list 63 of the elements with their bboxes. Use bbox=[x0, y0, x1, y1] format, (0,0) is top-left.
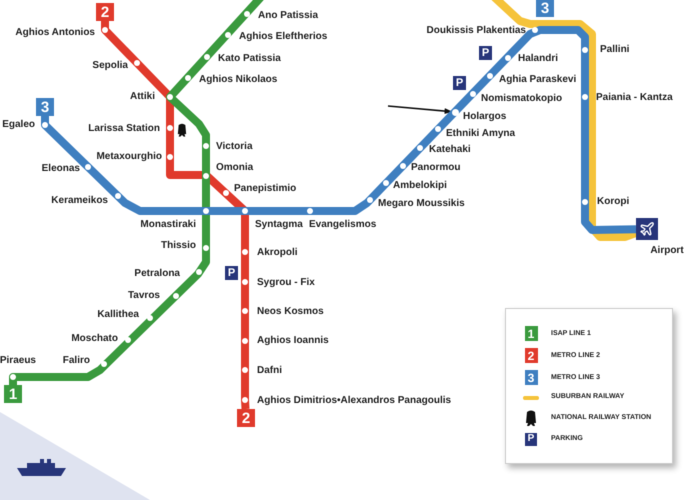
line-number-badge: 3 bbox=[536, 0, 554, 17]
airport-icon bbox=[636, 218, 658, 240]
station-name: Panepistimio bbox=[234, 182, 296, 196]
line-number-badge: 3 bbox=[36, 98, 54, 116]
station-name: Holargos bbox=[463, 110, 506, 124]
station-name: Aghios Ioannis bbox=[257, 334, 329, 348]
station-name: Kerameikos bbox=[51, 194, 108, 208]
station-name: Aghios Dimitrios•Alexandros Panagoulis bbox=[257, 394, 452, 408]
station-name: Kato Patissia bbox=[218, 52, 281, 66]
line-number: 3 bbox=[528, 372, 534, 384]
station-name: Ambelokipi bbox=[393, 179, 447, 193]
station-name: Halandri bbox=[518, 52, 558, 66]
metro-line bbox=[490, 0, 638, 241]
station-name: Dafni bbox=[257, 364, 282, 378]
station-name: Aghios Antonios bbox=[15, 26, 95, 40]
line-number: 1 bbox=[528, 328, 534, 340]
station-name: Victoria bbox=[216, 140, 252, 154]
station-name: Koropi bbox=[597, 195, 630, 209]
station-name: Evangelismos bbox=[309, 218, 376, 232]
station-name: Pallini bbox=[600, 43, 630, 57]
station-name: Neos Kosmos bbox=[257, 305, 324, 319]
station-name: Akropoli bbox=[257, 246, 298, 260]
station-name: Ano Patissia bbox=[258, 9, 318, 23]
station-name: Doukissis Plakentias bbox=[426, 24, 526, 38]
metro-line bbox=[41, 26, 636, 234]
station-name: Faliro bbox=[62, 354, 90, 368]
station-name: Sygrou - Fix bbox=[257, 276, 315, 290]
line-number-badge: 1 bbox=[4, 385, 22, 403]
station-name: Sepolia bbox=[92, 59, 128, 73]
station-name: Attiki bbox=[130, 90, 155, 104]
station-name: Petralona bbox=[134, 267, 180, 281]
station-name: Ethniki Amyna bbox=[446, 127, 516, 141]
line-number-badge: 2 bbox=[96, 3, 114, 21]
line-number: 2 bbox=[528, 350, 534, 362]
station-name: Paiania - Kantza bbox=[596, 91, 673, 105]
station-name: Tavros bbox=[128, 289, 160, 303]
station-name: Aghia Paraskevi bbox=[499, 73, 576, 87]
station-name: Egaleo bbox=[2, 118, 35, 132]
station-name: Piraeus bbox=[0, 354, 36, 368]
parking-sign: P bbox=[225, 266, 238, 280]
parking-sign: P bbox=[453, 76, 466, 90]
line-number-badge: 2 bbox=[237, 409, 255, 427]
metro-line bbox=[9, 0, 265, 385]
station-name: Aghios Nikolaos bbox=[199, 73, 278, 87]
station-name: Nomismatokopio bbox=[481, 92, 562, 106]
station-name: Metaxourghio bbox=[96, 150, 162, 164]
station-name: Larissa Station bbox=[88, 122, 160, 136]
station-name: Thissio bbox=[160, 239, 196, 253]
station-name: Monastiraki bbox=[140, 218, 196, 232]
station-name: Moschato bbox=[71, 332, 118, 346]
station-name: Megaro Moussikis bbox=[378, 197, 465, 211]
parking-sign: P bbox=[525, 432, 537, 446]
station-name: Airport bbox=[650, 244, 684, 258]
metro-line bbox=[101, 21, 250, 410]
station-name: Katehaki bbox=[429, 143, 471, 157]
station-name: Panormou bbox=[411, 161, 460, 175]
station-name: Kallithea bbox=[97, 308, 139, 322]
parking-sign: P bbox=[479, 46, 492, 60]
station-name: Eleonas bbox=[42, 162, 80, 176]
station-name: Aghios Eleftherios bbox=[239, 30, 328, 44]
station-name: Syntagma bbox=[255, 218, 303, 232]
station-name: Omonia bbox=[216, 161, 254, 175]
pointer-arrow bbox=[388, 105, 452, 114]
